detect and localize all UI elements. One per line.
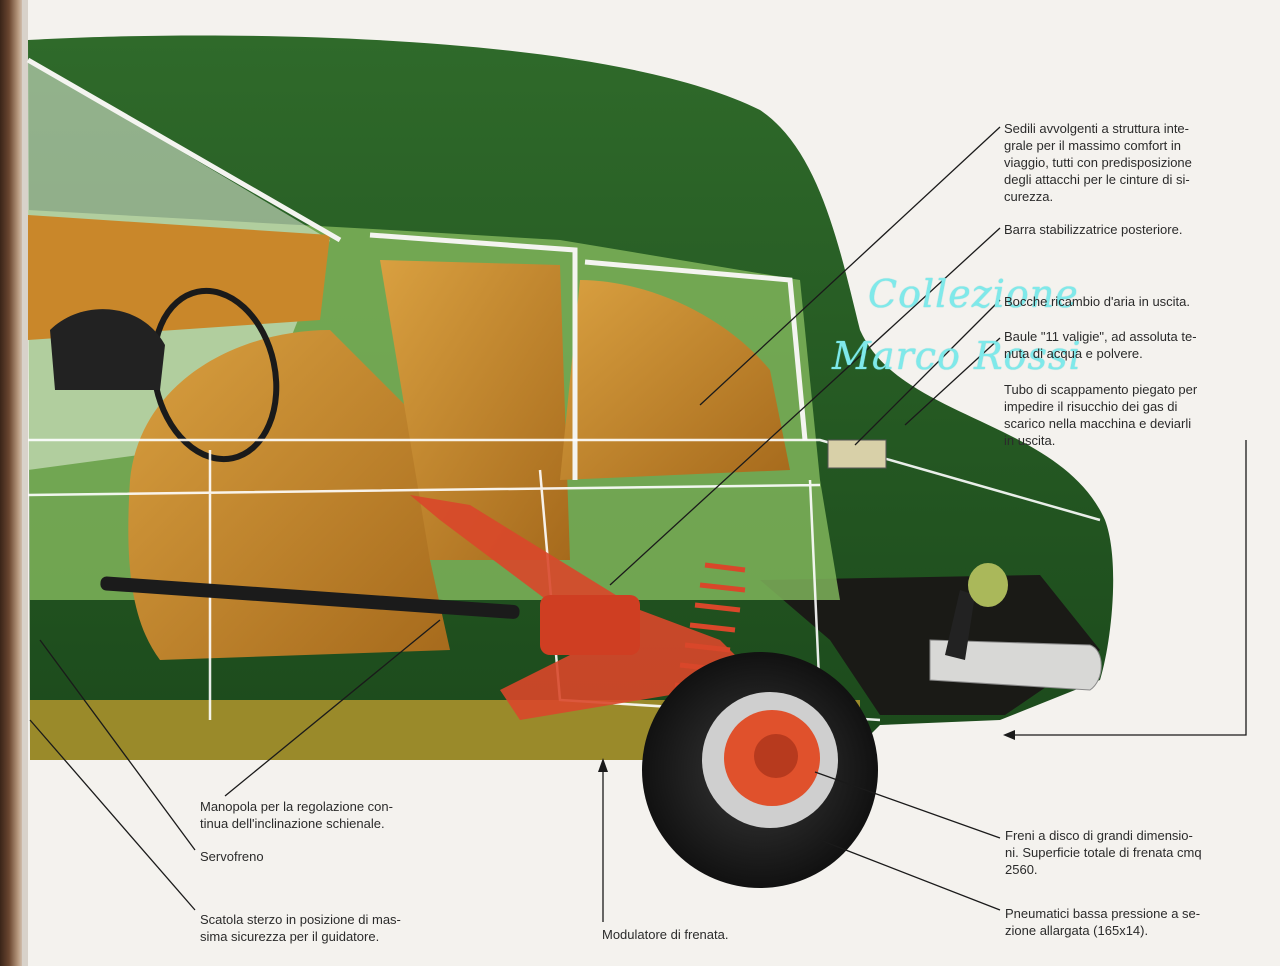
coil-spring xyxy=(674,562,746,693)
caption-scatola: Scatola sterzo in posizione di mas- sima… xyxy=(200,912,401,944)
dashboard-gauges xyxy=(50,309,165,390)
caption-pneumatici: Pneumatici bassa pressione a se- zione a… xyxy=(1005,906,1201,938)
caption-sedili: Sedili avvolgenti a struttura inte- gral… xyxy=(1004,121,1192,204)
caption-servofreno: Servofreno xyxy=(200,849,264,864)
leader-lines xyxy=(29,126,1247,922)
page-binding xyxy=(0,0,26,966)
rear-seat xyxy=(560,280,790,480)
caption-barra: Barra stabilizzatrice posteriore. xyxy=(1004,222,1183,237)
page-binding-edge xyxy=(22,0,28,966)
caption-baule: Baule "11 valigie", ad assoluta te- nuta… xyxy=(1004,329,1197,361)
caption-bocche: Bocche ricambio d'aria in uscita. xyxy=(1004,294,1191,309)
watermark-line-2: Marco Rossi xyxy=(832,334,1082,378)
arrow-modulator xyxy=(598,758,608,772)
rear-hub xyxy=(754,734,798,778)
drive-shaft xyxy=(100,576,520,619)
watermark-line-1: Collezione xyxy=(868,272,1079,316)
interior-dash xyxy=(28,215,330,340)
caption-manopola: Manopola per la regolazione con- tinua d… xyxy=(200,799,393,831)
rear-seat-back xyxy=(380,260,570,560)
caption-modulatore: Modulatore di frenata. xyxy=(602,927,729,942)
caption-tubo: Tubo di scappamento piegato per impedire… xyxy=(1004,382,1198,448)
air-outlet-vent xyxy=(827,439,887,469)
window-frames xyxy=(26,57,808,480)
caption-freni: Freni a disco di grandi dimensio- ni. Su… xyxy=(1005,828,1202,877)
differential xyxy=(540,595,640,655)
exhaust-pipe xyxy=(945,590,975,660)
front-seat xyxy=(128,330,450,660)
arrow-exhaust xyxy=(1003,730,1015,740)
fuel-cap xyxy=(968,563,1008,607)
rear-bumper xyxy=(929,639,1102,691)
